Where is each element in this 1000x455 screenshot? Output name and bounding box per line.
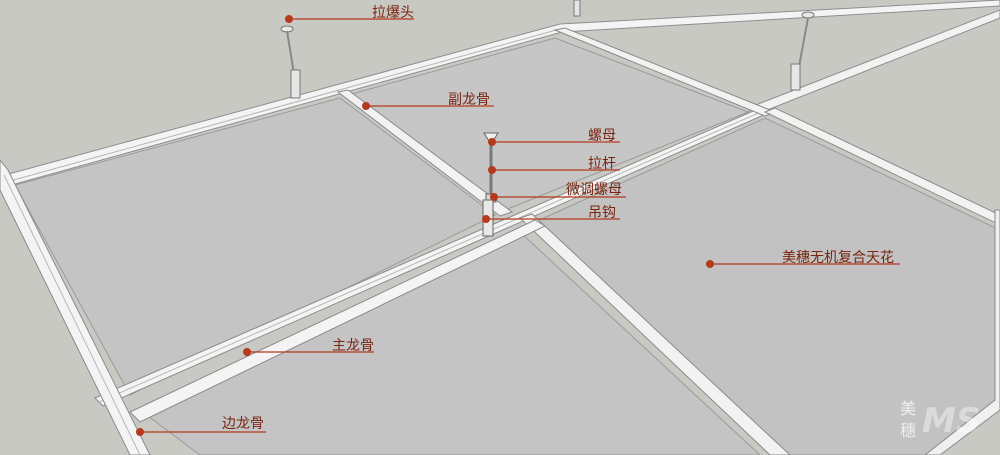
marker-dot-ceiling-panel: [706, 260, 714, 268]
watermark-char-1: 美: [900, 399, 916, 418]
label-hook: 吊钩: [588, 205, 616, 221]
label-ceiling-panel: 美穗无机复合天花: [782, 250, 894, 266]
ceiling-panel-right: [534, 117, 1000, 455]
label-main-keel: 主龙骨: [332, 338, 374, 354]
marker-dot-expansion-bolt: [285, 15, 293, 23]
hanger-far: [573, 0, 581, 17]
marker-dot-edge-keel: [136, 428, 144, 436]
label-secondary-keel: 副龙骨: [448, 92, 490, 108]
front-main-keel: [129, 219, 547, 423]
watermark-char-2: 穗: [900, 421, 916, 440]
label-rod: 拉杆: [588, 156, 616, 172]
marker-dot-hook: [482, 215, 490, 223]
hanger-right: [790, 11, 815, 91]
marker-dot-rod: [488, 166, 496, 174]
label-expansion-bolt: 拉爆头: [372, 5, 414, 21]
watermark-logo: 美 穗 MS: [900, 399, 980, 441]
label-nut: 螺母: [588, 128, 616, 144]
secondary-keel-front: [519, 213, 791, 455]
secondary-keel-right: [763, 107, 1000, 226]
leader-lines: [136, 15, 900, 436]
label-edge-keel: 边龙骨: [222, 416, 264, 432]
marker-dot-main-keel: [243, 348, 251, 356]
watermark-ms: MS: [922, 401, 980, 441]
marker-dot-nut: [488, 138, 496, 146]
secondary-keel: [336, 89, 514, 217]
marker-dot-fine-tune-nut: [490, 193, 498, 201]
edge-keel-right: [924, 209, 1000, 455]
edge-keel-left: [0, 159, 151, 455]
ceiling-panel-left: [14, 97, 496, 396]
label-fine-tune-nut: 微调螺母: [566, 182, 622, 198]
marker-dot-secondary-keel: [362, 102, 370, 110]
hanger-left: [280, 25, 301, 99]
